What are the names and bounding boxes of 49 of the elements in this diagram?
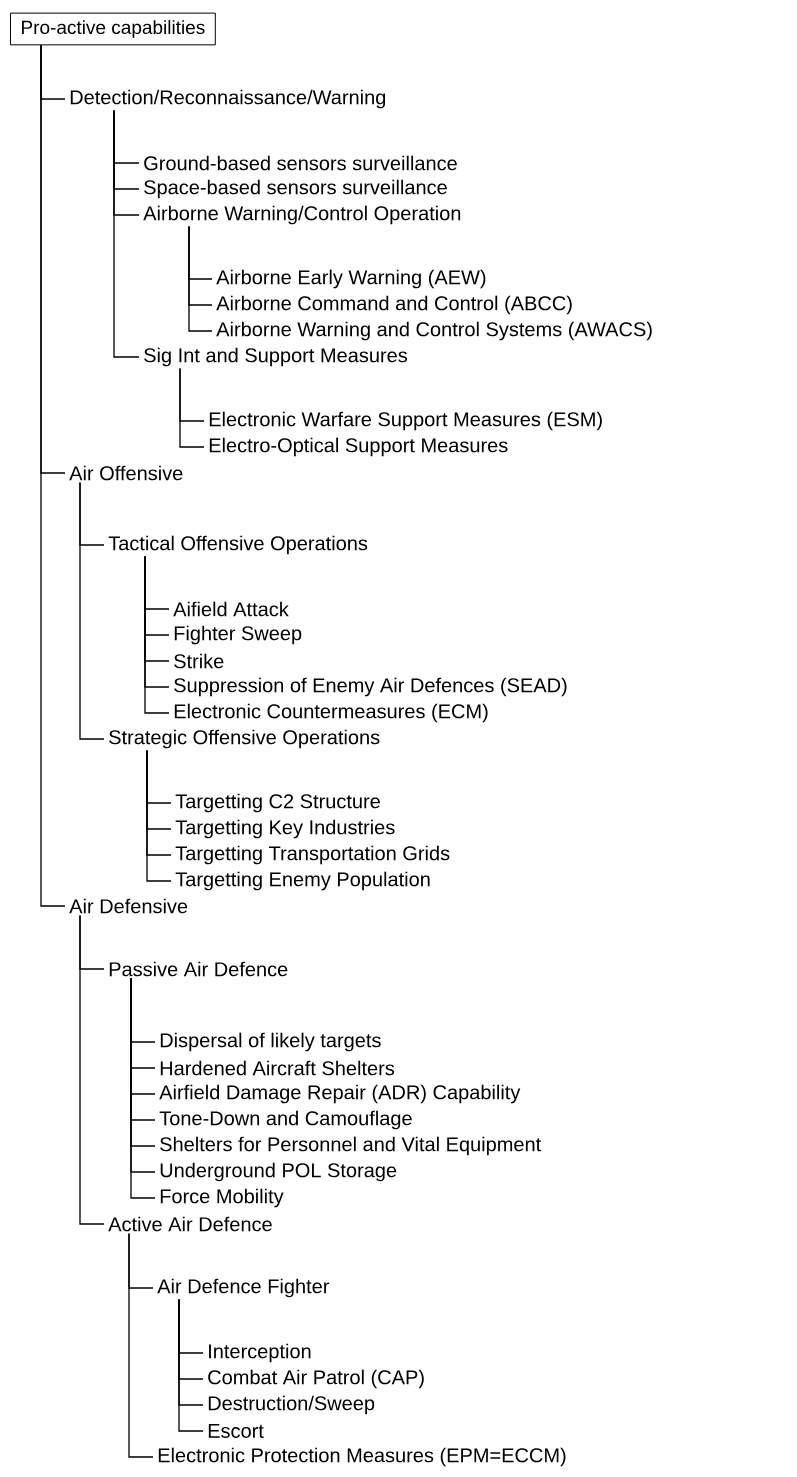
category-label: Air Defensive [69, 898, 188, 914]
category-label: Underground POL Storage [160, 1162, 397, 1182]
category-label: Airborne Command and Control (ABCC) [216, 295, 572, 315]
category-label: Tone-Down and Camouflage [159, 1110, 412, 1130]
category-label: Sig Int and Support Measures [144, 347, 407, 367]
tree-connector [144, 555, 170, 714]
category-label: Space-based sensors surveillance [144, 179, 447, 199]
tree-connector [40, 44, 66, 907]
category-label: Active Air Defence [108, 1216, 272, 1232]
category-label: Electronic Protection Measures (EPM=ECCM) [158, 1447, 566, 1467]
category-label: Electro-Optical Support Measures [209, 437, 508, 457]
category-label: Hardened Aircraft Shelters [160, 1060, 395, 1076]
category-label: Suppression of Enemy Air Defences (SEAD) [174, 677, 567, 697]
category-label: Dispersal of likely targets [160, 1032, 381, 1052]
tree-connector [146, 749, 172, 882]
category-label: Force Mobility [160, 1188, 284, 1208]
tree-connector [188, 225, 213, 332]
category-label: Air Offensive [69, 465, 183, 481]
category-label: Combat Air Patrol (CAP) [208, 1369, 424, 1389]
tree-connector [113, 109, 140, 358]
category-label: Ground-based sensors surveillance [144, 155, 457, 171]
category-label: Strategic Offensive Operations [109, 729, 380, 749]
tree-connector [179, 367, 205, 448]
category-label: Targetting Key Industries [175, 819, 395, 839]
category-label: Airborne Early Warning (AEW) [216, 269, 486, 289]
category-label: Passive Air Defence [109, 961, 288, 977]
category-label: Airfield Damage Repair (ADR) Capability [159, 1084, 521, 1104]
category-label: Airborne Warning and Control Systems (AWACS) [216, 321, 652, 341]
tree-connector [79, 914, 105, 1225]
category-label: Tactical Offensive Operations [108, 535, 368, 555]
root-box: Pro-active capabilities [10, 12, 216, 46]
category-label: Strike [174, 653, 224, 669]
tree-connector [79, 481, 105, 740]
category-label: Electronic Countermeasures (ECM) [174, 703, 488, 723]
category-label: Electronic Warfare Support Measures (ESM) [209, 411, 602, 431]
category-label: Air Defence Fighter [157, 1278, 330, 1298]
tree-connector [128, 1232, 154, 1458]
category-label: Escort [208, 1424, 264, 1438]
category-label: Interception [209, 1343, 311, 1363]
category-label: Targetting Transportation Grids [175, 845, 450, 865]
category-label: Targetting C2 Structure [175, 793, 380, 813]
category-label: Targetting Enemy Population [175, 871, 430, 891]
category-label: Aifield Attack [173, 601, 289, 617]
category-label: Detection/Reconnaissance/Warning [70, 89, 386, 109]
tree-connector [178, 1298, 204, 1432]
category-label: Fighter Sweep [174, 625, 302, 645]
category-label: Destruction/Sweep [208, 1395, 375, 1415]
category-label: Airborne Warning/Control Operation [143, 205, 461, 225]
category-label: Shelters for Personnel and Vital Equipment [160, 1136, 542, 1156]
